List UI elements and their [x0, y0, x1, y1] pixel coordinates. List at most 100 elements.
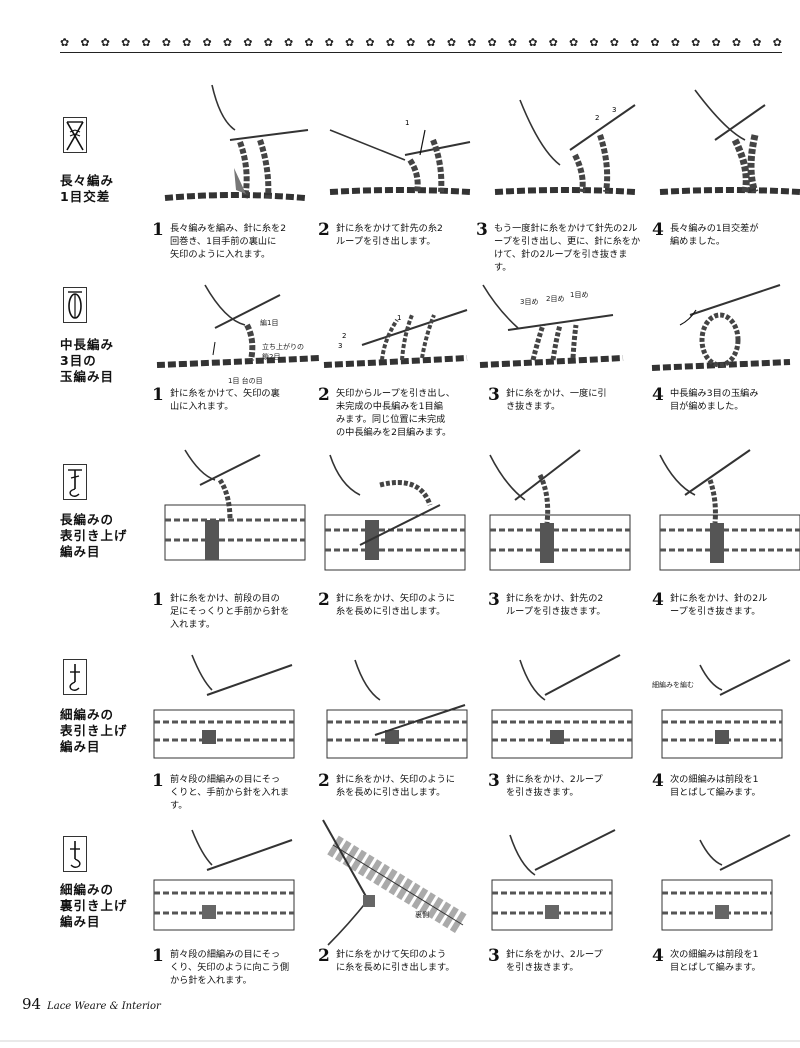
- flower-icon: ✿: [446, 36, 457, 49]
- step-illustration: [490, 650, 640, 759]
- step-number: 1: [152, 771, 164, 791]
- flower-icon: ✿: [283, 36, 294, 49]
- flower-icon: ✿: [100, 36, 110, 49]
- step-number: 2: [318, 220, 330, 240]
- section-title: 長編みの 表引き上げ 編み目: [60, 512, 128, 559]
- step-illustration: 1: [325, 80, 475, 195]
- step-illustration: [152, 825, 302, 931]
- flower-icon: ✿: [80, 36, 90, 49]
- flower-icon: ✿: [222, 36, 233, 49]
- section-title: 長々編み 1目交差: [60, 173, 115, 204]
- step-illustration: 2 3 1: [322, 280, 472, 380]
- flower-icon: ✿: [182, 36, 192, 49]
- flower-icon: ✿: [161, 36, 172, 49]
- step-number: 2: [318, 771, 330, 791]
- annotation: 裏側: [415, 911, 429, 919]
- flower-icon: ✿: [752, 36, 762, 49]
- step-number: 2: [318, 946, 330, 966]
- flower-icon: ✿: [548, 36, 558, 49]
- step-text: 針に糸をかけ、矢印のように 糸を長めに引き出します。: [336, 593, 455, 617]
- flower-icon: ✿: [406, 36, 416, 49]
- step-illustration: [650, 280, 800, 380]
- flower-icon: ✿: [365, 36, 375, 49]
- flower-icon: ✿: [263, 36, 273, 49]
- step-illustration: 2 3: [490, 80, 640, 195]
- step-number: 2: [318, 590, 330, 610]
- step-text: 針に糸をかけ、矢印のように 糸を長めに引き出します。: [336, 774, 455, 798]
- flower-icon: ✿: [426, 36, 436, 49]
- flower-icon: ✿: [60, 36, 70, 49]
- flower-icon: ✿: [528, 36, 538, 49]
- step-text: 針に糸をかけ、2ループ を引き抜きます。: [506, 949, 603, 973]
- step-illustration: [318, 815, 469, 946]
- puff-stitch-symbol-icon: [63, 287, 87, 323]
- step-number: 3: [488, 590, 500, 610]
- publication-title: Lace Weare & Interior: [47, 1001, 161, 1012]
- step-text: 針に糸をかけ、2ループ を引き抜きます。: [506, 774, 603, 798]
- step-number: 3: [488, 771, 500, 791]
- svg-text:2: 2: [342, 332, 346, 340]
- step-illustration: [655, 80, 800, 195]
- page-number: 94: [22, 995, 42, 1013]
- step-number: 3: [488, 385, 500, 405]
- ornament-border: ✿ ✿ ✿ ✿ ✿ ✿ ✿ ✿ ✿ ✿ ✿ ✿ ✿ ✿ ✿ ✿ ✿ ✿ ✿ ✿ …: [60, 36, 782, 50]
- step-text: 針に糸をかけて針先の糸2 ループを引き出します。: [336, 223, 443, 247]
- flower-icon: ✿: [589, 36, 599, 49]
- step-text: 前々段の細編みの目にそっ くりと、手前から針を入れま す。: [170, 774, 290, 811]
- front-post-single-symbol-icon: [63, 659, 87, 695]
- step-text: 長々編みの1目交差が 編めました。: [670, 223, 759, 247]
- section-back-post-single: 細編みの 裏引き上げ 編み目 裏側: [0, 810, 800, 1000]
- step-text: 長々編みを編み、針に糸を2 回巻き、1目手前の裏山に 矢印のように入れます。: [170, 223, 287, 260]
- annotation: 鎖2目: [262, 353, 281, 361]
- step-number: 3: [476, 220, 488, 240]
- step-illustration: [160, 80, 310, 201]
- flower-icon: ✿: [243, 36, 253, 49]
- step-text: 矢印からループを引き出し、 未完成の中長編みを1目編 みます。同じ位置に未完成 …: [336, 388, 455, 438]
- flower-icon: ✿: [630, 36, 640, 49]
- section-title: 細編みの 裏引き上げ 編み目: [60, 882, 128, 929]
- annotation: 編1目: [260, 319, 279, 327]
- step-text: 次の細編みは前段を1 目とばして編みます。: [670, 949, 761, 973]
- svg-text:1: 1: [405, 119, 409, 127]
- annotation: 3目め: [520, 298, 539, 306]
- page-edge: [0, 1040, 800, 1042]
- page-footer: 94 Lace Weare & Interior: [22, 995, 161, 1013]
- section-title: 細編みの 表引き上げ 編み目: [60, 707, 128, 754]
- step-number: 4: [652, 946, 664, 966]
- step-text: 前々段の細編みの目にそっ くり、矢印のように向こう側 から針を入れます。: [170, 949, 290, 986]
- flower-icon: ✿: [507, 36, 518, 49]
- section-double-treble-cross: 長々編み 1目交差 1 2 3: [0, 70, 800, 273]
- flower-icon: ✿: [487, 36, 497, 49]
- step-illustration: [152, 650, 302, 759]
- step-illustration: [325, 650, 475, 759]
- flower-icon: ✿: [121, 36, 131, 49]
- flower-icon: ✿: [202, 36, 212, 49]
- step-illustration: [320, 445, 470, 571]
- step-illustration: [660, 825, 800, 931]
- step-text: 針に糸をかけて、矢印の裏 山に入れます。: [170, 388, 280, 412]
- svg-text:2: 2: [595, 114, 599, 122]
- annotation: 2目め: [546, 295, 565, 303]
- flower-icon: ✿: [141, 36, 151, 49]
- step-illustration: [478, 280, 628, 380]
- step-illustration: [490, 825, 640, 931]
- step-number: 4: [652, 590, 664, 610]
- step-illustration: [660, 650, 800, 759]
- double-treble-cross-symbol-icon: [63, 117, 87, 153]
- step-text: もう一度針に糸をかけて針先の2ル ープを引き出し、更に、針に糸をか けて、針の2…: [494, 223, 641, 273]
- svg-text:1: 1: [397, 314, 401, 322]
- step-illustration: [155, 280, 321, 380]
- step-illustration: [160, 445, 310, 561]
- step-text: 針に糸をかけ、一度に引 き抜きます。: [506, 388, 607, 412]
- step-number: 1: [152, 385, 164, 405]
- flower-icon: ✿: [324, 36, 334, 49]
- step-number: 3: [488, 946, 500, 966]
- step-number: 1: [152, 220, 164, 240]
- step-number: 4: [652, 771, 664, 791]
- step-text: 針に糸をかけ、針の2ル ープを引き抜きます。: [670, 593, 768, 617]
- svg-text:3: 3: [612, 106, 616, 114]
- flower-icon: ✿: [345, 36, 355, 49]
- svg-text:3: 3: [338, 342, 342, 350]
- annotation: 立ち上がりの: [262, 343, 304, 351]
- section-front-post-double: 長編みの 表引き上げ 編み目: [0, 440, 800, 640]
